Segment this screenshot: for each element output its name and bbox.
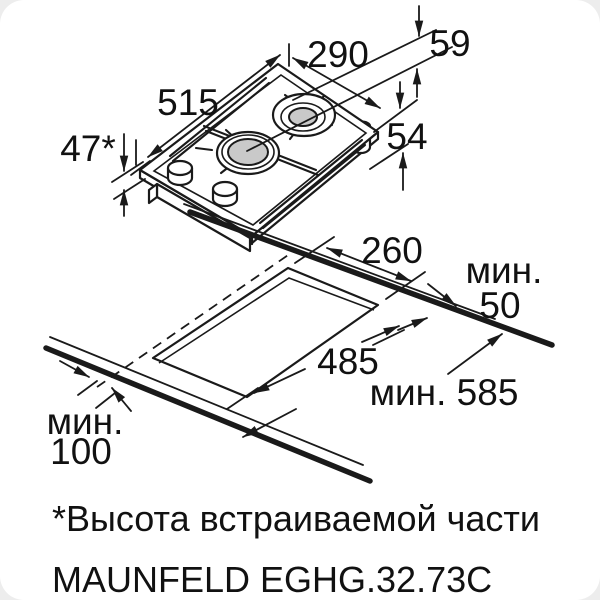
dim-260-extension-left <box>294 236 335 264</box>
dim-min100-arrow-b <box>111 387 132 412</box>
hob-builtin-box-cap <box>147 182 159 205</box>
control-knob-right <box>211 180 239 208</box>
dim-min50-label-word: мин. <box>466 250 543 291</box>
worktop-front-edge <box>43 345 373 484</box>
cutout-inner-wall <box>158 277 375 364</box>
dim-47-extension-upper <box>111 161 144 183</box>
dim-290-line <box>292 57 381 109</box>
dim-485-line-left <box>253 368 306 394</box>
dim-515-extension <box>130 160 151 176</box>
burner-back <box>271 92 337 138</box>
footnote-text: *Высота встраиваемой части <box>52 498 540 539</box>
dim-515-label: 515 <box>157 82 219 123</box>
model-text: MAUNFELD EGHG.32.73C <box>52 559 492 600</box>
burner-front <box>215 130 281 176</box>
dim-min100-label-word: мин. <box>47 401 124 442</box>
dim-54-extension-lower <box>369 143 409 170</box>
dim-54-label: 54 <box>386 116 427 157</box>
dim-260-extension-right <box>385 271 426 300</box>
dim-47-extension-lower <box>113 178 146 200</box>
worktop-front-edge-thin <box>49 336 364 466</box>
dim-59-label: 59 <box>429 23 470 64</box>
dim-485-line-right <box>361 325 400 343</box>
hob-dimensions <box>111 5 424 217</box>
cutout-opening <box>151 266 380 399</box>
dim-515-line <box>147 54 281 158</box>
dim-290-label: 290 <box>307 34 369 75</box>
dim-260-label: 260 <box>361 230 423 271</box>
worktop-dimensions <box>59 236 503 438</box>
dim-min100-arrow-a <box>59 360 90 378</box>
dim-min100-extension-a <box>77 380 98 396</box>
dim-260-line <box>326 247 412 282</box>
dim-47-label: 47* <box>60 128 116 169</box>
dim-min585-label: мин. 585 <box>370 372 519 413</box>
dim-485-extension-left <box>226 387 259 410</box>
dim-min50-arrow-a <box>427 283 457 307</box>
dim-min585-arrow-down <box>242 408 297 438</box>
hidden-edge-dashed-line <box>96 250 295 388</box>
worktop-back-edge-thin <box>183 203 496 320</box>
dim-485-label: 485 <box>317 341 379 382</box>
dim-min50-arrow-b <box>397 317 428 331</box>
control-knob-left <box>166 159 194 187</box>
dim-min585-arrow-up <box>447 333 503 375</box>
dim-290-extension <box>373 99 418 133</box>
dim-min50-label-value: 50 <box>479 285 520 326</box>
dim-min100-label-value: 100 <box>50 431 112 472</box>
